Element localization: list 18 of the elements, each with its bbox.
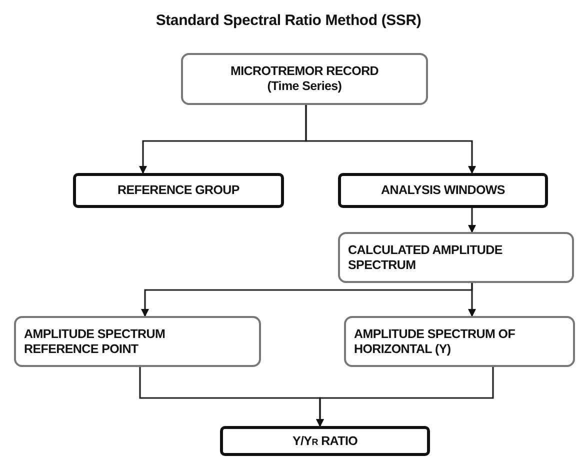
box-text: REFERENCE GROUP — [118, 183, 240, 198]
box-text: AMPLITUDE SPECTRUM OF HORIZONTAL (Y) — [354, 326, 516, 356]
box-text: MICROTREMOR RECORD (Time Series) — [229, 64, 380, 94]
arrow — [468, 283, 476, 317]
box-text: ANALYSIS WINDOWS — [381, 183, 505, 198]
box-text: AMPLITUDE SPECTRUM REFERENCE POINT — [24, 326, 166, 356]
process-box — [73, 173, 284, 208]
process-box — [338, 232, 574, 283]
process-box — [344, 316, 575, 367]
process-box — [14, 316, 261, 367]
box-text: CALCULATED AMPLITUDE SPECTRUM — [348, 242, 504, 272]
diagram-title: Standard Spectral Ratio Method (SSR) — [154, 12, 422, 29]
process-box — [181, 53, 428, 105]
process-box — [338, 173, 548, 208]
arrow — [468, 208, 476, 233]
arrow — [305, 105, 476, 174]
process-box — [220, 426, 430, 456]
arrow — [316, 367, 494, 427]
